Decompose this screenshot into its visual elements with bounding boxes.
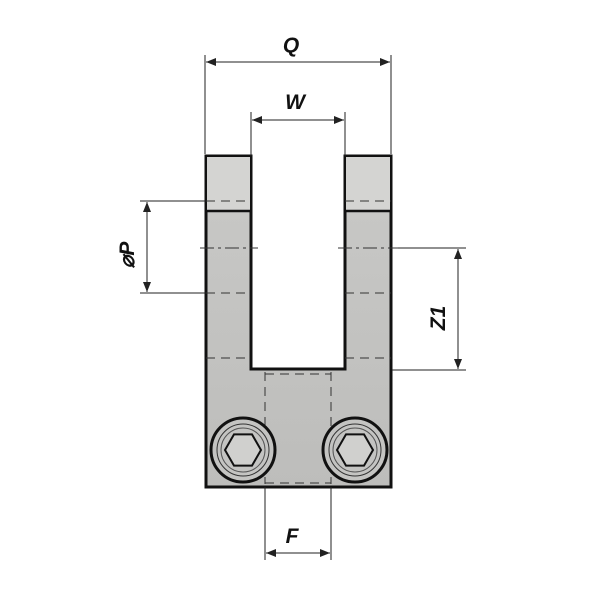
dimension-label-z1: Z1 bbox=[427, 306, 450, 332]
socket-bolt-icon bbox=[321, 416, 389, 484]
dimension-label-p: ⌀P bbox=[116, 241, 139, 269]
dimension-w: W bbox=[250, 91, 346, 156]
dimension-label-f: F bbox=[286, 525, 300, 548]
clevis-tip-left bbox=[207, 157, 250, 210]
clevis-tip-right bbox=[346, 157, 390, 210]
socket-bolt-icon bbox=[209, 416, 277, 484]
dimension-label-q: Q bbox=[283, 34, 299, 57]
dimension-z1: Z1 bbox=[392, 247, 466, 371]
dimension-label-w: W bbox=[285, 91, 307, 114]
dimension-f: F bbox=[264, 487, 332, 560]
dimension-p: ⌀P bbox=[116, 200, 206, 294]
dimension-q: Q bbox=[204, 34, 392, 154]
